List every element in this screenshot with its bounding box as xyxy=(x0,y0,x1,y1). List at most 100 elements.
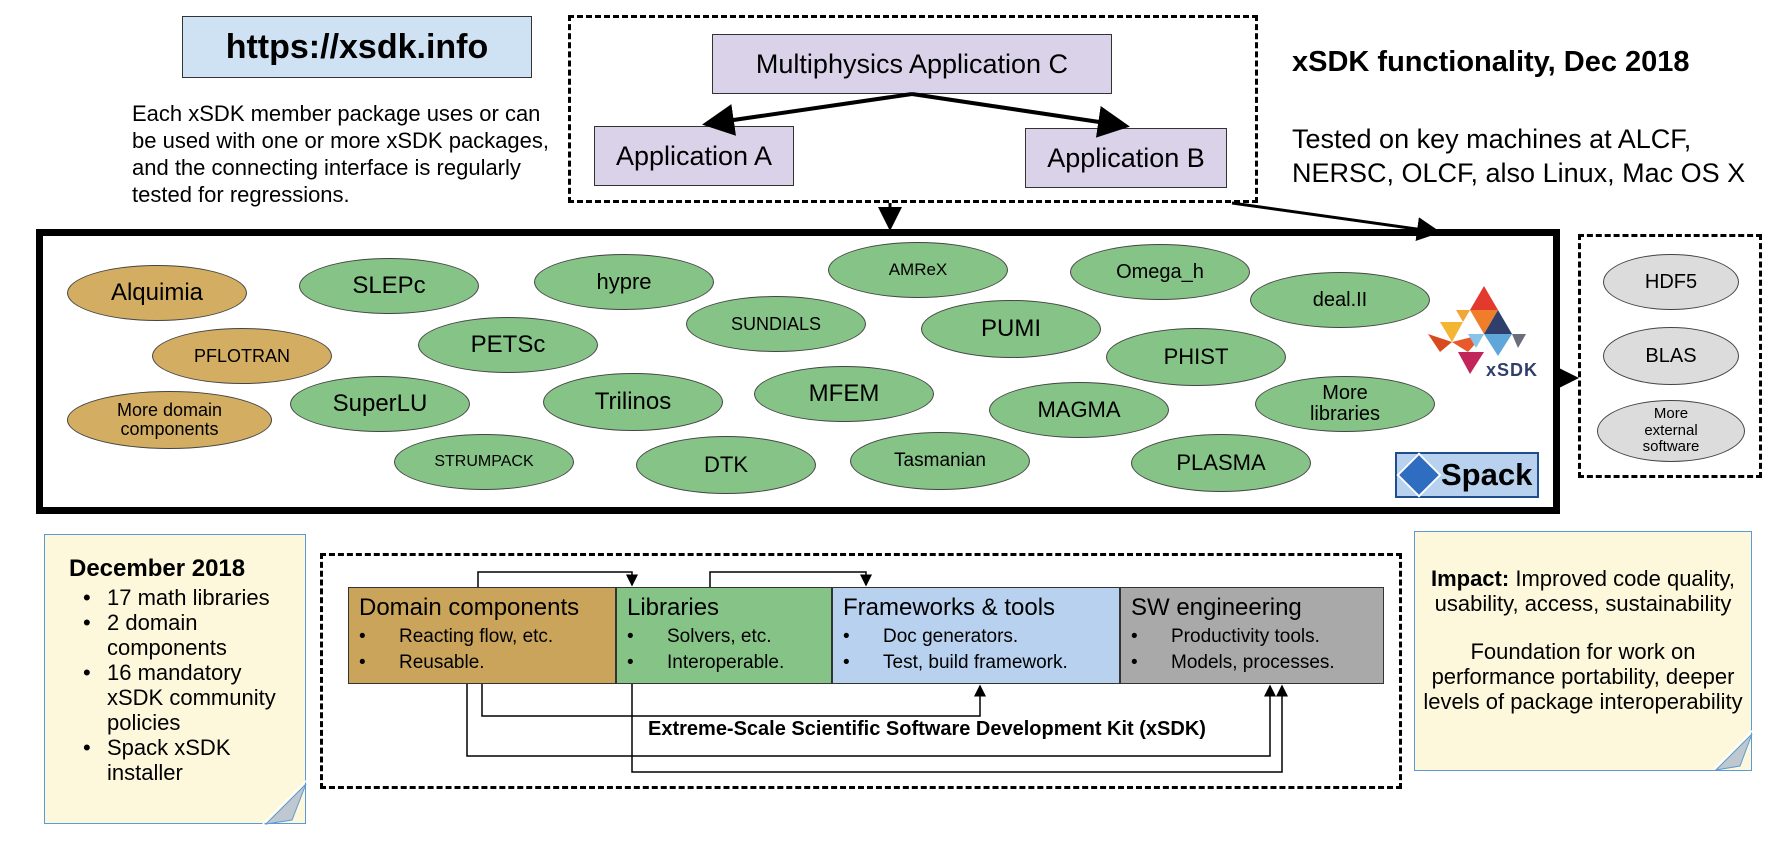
impact-label: Impact: xyxy=(1430,566,1510,591)
label-superlu: SuperLU xyxy=(332,390,428,418)
category-frameworks-tools: Frameworks & tools Doc generators. Test,… xyxy=(832,587,1120,684)
app-c-label: Multiphysics Application C xyxy=(755,48,1069,79)
december-item: 16 mandatory xSDK community policies xyxy=(69,660,293,735)
oval-tasmanian: Tasmanian xyxy=(850,432,1030,490)
label-dealii: deal.II xyxy=(1312,288,1368,311)
oval-omega-h: Omega_h xyxy=(1070,244,1250,300)
xsdk-kit-label: Extreme-Scale Scientific Software Develo… xyxy=(648,718,1206,740)
impact-note: Impact: Improved code quality, usability… xyxy=(1414,531,1752,771)
category-item: Productivity tools. xyxy=(1131,624,1373,650)
label-hypre: hypre xyxy=(596,269,652,295)
xsdk-logo-text: xSDK xyxy=(1486,360,1539,380)
app-b-label: Application B xyxy=(1047,142,1205,173)
category-sweng-title: SW engineering xyxy=(1131,594,1302,621)
december-note: December 2018 17 math libraries 2 domain… xyxy=(44,534,306,824)
oval-mfem: MFEM xyxy=(754,366,934,422)
label-omega-h: Omega_h xyxy=(1116,260,1204,283)
label-petsc: PETSc xyxy=(470,331,546,359)
functionality-title: xSDK functionality, Dec 2018 xyxy=(1292,46,1690,78)
oval-amrex: AMReX xyxy=(828,242,1008,298)
label-magma: MAGMA xyxy=(1037,397,1121,423)
category-frameworks-title: Frameworks & tools xyxy=(843,594,1056,621)
oval-hypre: hypre xyxy=(534,254,714,310)
xsdk-categories-group xyxy=(320,553,1402,789)
foundation-text: Foundation for work on performance porta… xyxy=(1423,639,1743,714)
xsdk-url[interactable]: https://xsdk.info xyxy=(182,16,532,78)
category-domain-components: Domain components Reacting flow, etc. Re… xyxy=(348,587,616,684)
app-b-box: Application B xyxy=(1025,128,1227,188)
category-domain-title: Domain components xyxy=(359,594,580,621)
spack-icon xyxy=(1396,452,1442,498)
oval-magma: MAGMA xyxy=(989,382,1169,438)
oval-dtk: DTK xyxy=(636,436,816,494)
category-frameworks-items: Doc generators. Test, build framework. xyxy=(843,624,1109,676)
arrow-domain-to-libraries xyxy=(477,571,638,587)
arrow-libraries-to-sweng xyxy=(631,684,1288,773)
oval-more-domain: More domain components xyxy=(67,391,272,449)
oval-plasma: PLASMA xyxy=(1131,434,1311,492)
oval-blas: BLAS xyxy=(1603,327,1739,385)
december-item: 17 math libraries xyxy=(69,585,293,610)
xsdk-packages-box xyxy=(36,229,1560,514)
oval-superlu: SuperLU xyxy=(290,376,470,432)
label-mfem: MFEM xyxy=(808,380,880,408)
xsdk-logo: xSDK xyxy=(1418,282,1550,382)
description-text: Each xSDK member package uses or can be … xyxy=(132,101,550,207)
december-title: December 2018 xyxy=(69,555,246,582)
impact-statement: Impact: Improved code quality, usability… xyxy=(1423,566,1743,616)
oval-trilinos: Trilinos xyxy=(543,373,723,431)
label-tasmanian: Tasmanian xyxy=(894,450,986,472)
spack-badge[interactable]: Spack xyxy=(1395,452,1539,498)
xsdk-logo-mark xyxy=(1428,286,1526,374)
december-list: 17 math libraries 2 domain components 16… xyxy=(69,585,293,785)
december-item: Spack xSDK installer xyxy=(69,735,293,785)
category-sw-engineering: SW engineering Productivity tools. Model… xyxy=(1120,587,1384,684)
note-fold-right xyxy=(1712,730,1753,771)
label-more-libraries: More libraries xyxy=(1309,382,1381,425)
category-item: Interoperable. xyxy=(627,650,821,676)
oval-hdf5: HDF5 xyxy=(1603,254,1739,310)
label-more-domain: More domain components xyxy=(116,400,223,439)
arrow-c-to-b xyxy=(911,92,1130,138)
label-alquimia: Alquimia xyxy=(110,279,204,307)
note-fold-left xyxy=(262,780,307,825)
oval-more-libraries: More libraries xyxy=(1255,376,1435,432)
arrow-libraries-to-frameworks xyxy=(709,571,872,587)
category-libraries-items: Solvers, etc. Interoperable. xyxy=(627,624,821,676)
category-item: Reacting flow, etc. xyxy=(359,624,605,650)
label-blas: BLAS xyxy=(1645,344,1697,367)
impact-text: Improved code quality, usability, access… xyxy=(1434,566,1736,616)
oval-pflotran: PFLOTRAN xyxy=(152,328,332,384)
label-phist: PHIST xyxy=(1163,344,1229,370)
category-libraries: Libraries Solvers, etc. Interoperable. xyxy=(616,587,832,684)
label-more-external: More external software xyxy=(1642,405,1700,456)
category-sweng-items: Productivity tools. Models, processes. xyxy=(1131,624,1373,676)
oval-sundials: SUNDIALS xyxy=(686,296,866,352)
tested-text: Tested on key machines at ALCF, NERSC, O… xyxy=(1292,124,1746,188)
category-item: Models, processes. xyxy=(1131,650,1373,676)
label-dtk: DTK xyxy=(704,452,748,478)
arrow-domain-to-frameworks xyxy=(481,684,986,717)
oval-strumpack: STRUMPACK xyxy=(394,434,574,490)
december-item: 2 domain components xyxy=(69,610,293,660)
oval-dealii: deal.II xyxy=(1250,272,1430,328)
oval-petsc: PETSc xyxy=(418,317,598,373)
category-domain-items: Reacting flow, etc. Reusable. xyxy=(359,624,605,676)
label-hdf5: HDF5 xyxy=(1644,270,1698,293)
label-trilinos: Trilinos xyxy=(594,388,672,416)
arrow-c-to-a xyxy=(702,92,913,136)
arrow-domain-to-sweng xyxy=(466,684,1276,757)
label-amrex: AMReX xyxy=(888,260,948,280)
oval-phist: PHIST xyxy=(1106,328,1286,386)
category-libraries-title: Libraries xyxy=(627,594,720,621)
category-item: Reusable. xyxy=(359,650,605,676)
app-c-box: Multiphysics Application C xyxy=(712,34,1112,94)
app-a-box: Application A xyxy=(594,126,794,186)
applications-group xyxy=(568,15,1258,203)
label-pumi: PUMI xyxy=(981,315,1041,343)
spack-label: Spack xyxy=(1441,457,1533,492)
category-item: Test, build framework. xyxy=(843,650,1109,676)
oval-slepc: SLEPc xyxy=(299,258,479,314)
label-plasma: PLASMA xyxy=(1176,450,1266,476)
